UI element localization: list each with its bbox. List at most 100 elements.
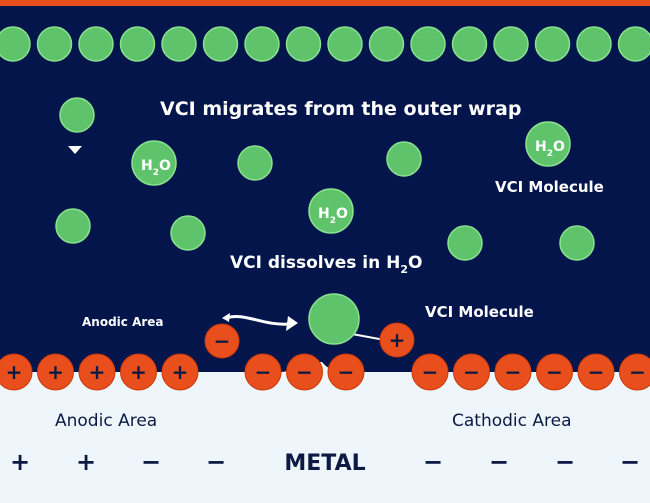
anodic-area-label-bottom: Anodic Area [55, 411, 157, 431]
metal-charge-sign: − [206, 448, 226, 476]
anodic-surface-ion-sign: + [6, 360, 23, 384]
cathodic-surface-ion: − [453, 353, 490, 391]
outer-wrap-molecules [0, 26, 650, 62]
cathodic-surface-ion-sign: − [422, 360, 439, 384]
bond-line [351, 333, 386, 341]
h2o-molecule: H2O [525, 121, 571, 167]
wrap-molecule [119, 26, 156, 62]
down-arrow-icon [68, 146, 82, 154]
wrap-molecule [0, 26, 31, 62]
cathodic-surface-ion-sign: − [463, 360, 480, 384]
dissolves-label-text: VCI dissolves in H [230, 253, 400, 273]
cathodic-surface-ion-sign: − [546, 360, 563, 384]
arrow-head-icon [286, 316, 298, 331]
anodic-surface-ion-sign: + [89, 360, 106, 384]
h2o-label: H [141, 158, 153, 174]
dissolves-label-tail: O [408, 253, 422, 273]
metal-charge-signs: + + − − − − − − [10, 448, 640, 476]
h2o-label: H [535, 139, 547, 155]
h2o-label-tail: O [159, 158, 171, 174]
h2o-label: H [318, 206, 330, 222]
metal-charge-sign: + [76, 448, 96, 476]
cathodic-surface-ion: − [577, 353, 615, 391]
dissolves-label-subscript: 2 [400, 263, 408, 276]
wrap-molecule [534, 26, 571, 62]
negative-ion-sign: − [214, 329, 231, 353]
wrap-molecule [410, 26, 446, 62]
negative-ion: − [204, 323, 240, 359]
metal-charge-sign: − [620, 448, 640, 476]
vci-molecule [559, 225, 595, 261]
h2o-label-tail: O [336, 206, 348, 222]
anodic-surface-ion-sign: + [130, 360, 147, 384]
wrap-molecule [78, 26, 114, 62]
atmosphere-area [0, 0, 650, 372]
migration-arrow [225, 315, 291, 326]
h2o-subscript: 2 [153, 168, 159, 178]
vci-molecule [59, 97, 95, 133]
cathodic-surface-ion-sign: − [588, 360, 605, 384]
vci-molecule-large [308, 293, 360, 345]
cathodic-surface-ion-sign: − [629, 360, 646, 384]
positive-ion: + [379, 322, 415, 358]
arrow-tail-icon [222, 313, 230, 322]
metal-charge-sign: − [141, 448, 161, 476]
h2o-subscript: 2 [330, 216, 336, 226]
metal-charge-sign: − [423, 448, 443, 476]
svg-text:H2O: H2O [535, 139, 565, 159]
cathodic-surface-ion: − [536, 353, 573, 391]
wrap-molecule [493, 26, 529, 62]
cathodic-surface-ion-sign: − [338, 360, 355, 384]
wrap-molecule [161, 26, 197, 62]
cathodic-area-label: Cathodic Area [452, 411, 572, 431]
cathodic-surface-ion: − [619, 353, 650, 391]
wrap-molecule [451, 26, 488, 62]
cathodic-surface-ion-sign: − [255, 360, 272, 384]
anodic-surface-ion: + [0, 353, 33, 391]
cathodic-surface-ion: − [327, 353, 365, 391]
cathodic-surface-ion: − [411, 353, 449, 391]
cathodic-surface-ion: − [494, 353, 532, 391]
svg-text:H2O: H2O [141, 158, 171, 178]
cathodic-surface-ion: − [244, 353, 282, 391]
wrap-molecule [36, 26, 73, 62]
anodic-surface-ion-sign: + [47, 360, 64, 384]
wrap-molecule [202, 26, 239, 62]
vci-molecule [55, 208, 91, 244]
floating-vci-molecules [55, 97, 595, 261]
anodic-surface-ion: + [78, 353, 116, 391]
outer-wrap-stripe [0, 0, 650, 6]
svg-text:H2O: H2O [318, 206, 348, 226]
anodic-surface-ion: + [161, 353, 199, 391]
metal-charge-sign: − [489, 448, 509, 476]
surface-ions: +++++−−−−−−−−− [0, 353, 650, 391]
h2o-label-tail: O [553, 139, 565, 155]
cathodic-surface-ion-sign: − [296, 360, 313, 384]
metal-label: METAL [284, 451, 365, 476]
anodic-surface-ion-sign: + [172, 360, 189, 384]
anodic-area-label-top: Anodic Area [82, 315, 164, 329]
anodic-surface-ion: + [37, 353, 74, 391]
migrates-label: VCI migrates from the outer wrap [160, 98, 521, 120]
cathodic-surface-ion: − [286, 353, 323, 391]
wrap-molecule [576, 26, 612, 62]
h2o-molecule: H2O [308, 188, 354, 234]
anodic-surface-ion: + [120, 353, 157, 391]
cathodic-surface-ion-sign: − [505, 360, 522, 384]
vci-molecule-label-bottom: VCI Molecule [425, 303, 534, 321]
vci-molecule [237, 145, 273, 181]
wrap-molecule [327, 26, 363, 62]
h2o-subscript: 2 [547, 149, 553, 159]
dissolves-label: VCI dissolves in H2O [230, 253, 422, 276]
vci-molecule [386, 141, 422, 177]
wrap-molecule [244, 26, 280, 62]
wrap-molecule [368, 26, 405, 62]
vci-molecule [170, 215, 206, 251]
wrap-molecule [285, 26, 322, 62]
metal-charge-sign: + [10, 448, 30, 476]
metal-charge-sign: − [555, 448, 575, 476]
positive-ion-sign: + [389, 328, 406, 352]
wrap-molecule [617, 26, 650, 62]
